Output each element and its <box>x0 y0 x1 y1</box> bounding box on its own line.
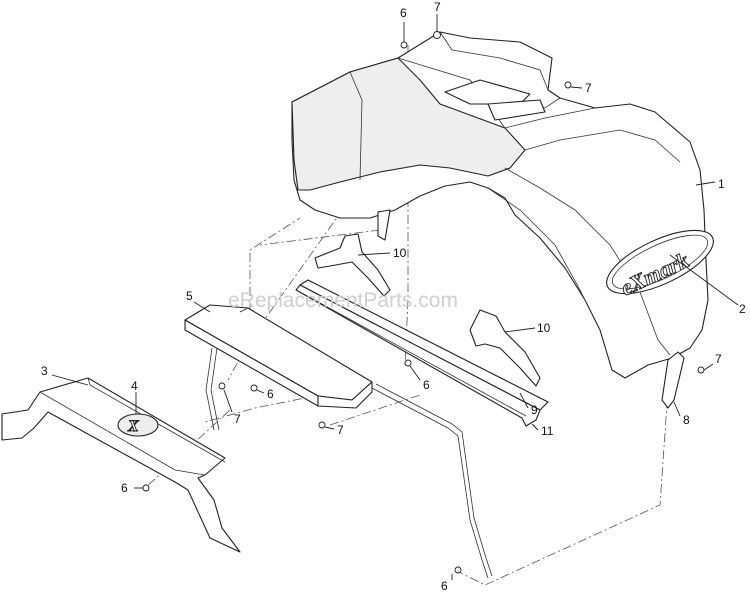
callout-9: 9 <box>531 403 538 417</box>
callout-labels: 1 2 3 4 5 6 6 6 6 6 7 7 7 7 7 8 9 10 10 … <box>41 0 746 593</box>
callout-6-plate: 6 <box>267 387 274 401</box>
callout-6-channel: 6 <box>423 378 430 392</box>
callout-6-bottom: 6 <box>441 579 448 593</box>
leader-lines <box>51 14 739 580</box>
leg-rod <box>205 347 220 431</box>
callout-10-upper: 10 <box>393 246 407 260</box>
bracket-upper <box>314 233 391 297</box>
callout-7-hood: 7 <box>585 81 592 95</box>
callout-10-lower: 10 <box>537 321 551 335</box>
hood-assembly: eXmark <box>291 31 714 379</box>
logo-x-badge: X <box>127 418 139 435</box>
bracket-lower <box>469 309 541 387</box>
mount-plate <box>184 304 373 409</box>
callout-7-plate: 7 <box>337 423 344 437</box>
watermark: eReplacementParts.com <box>228 289 458 312</box>
callout-7-top: 7 <box>434 0 441 14</box>
lower-plate: X <box>1 377 241 553</box>
callout-5: 5 <box>186 289 193 303</box>
callout-11: 11 <box>541 424 554 438</box>
fasteners <box>142 31 705 574</box>
callout-2: 2 <box>739 302 746 316</box>
latch <box>661 351 685 409</box>
callout-7-leg: 7 <box>234 412 241 426</box>
channel-strip <box>295 279 549 427</box>
support-rod <box>371 383 493 579</box>
callout-3: 3 <box>41 364 48 378</box>
callout-1: 1 <box>718 177 725 191</box>
callout-8: 8 <box>683 413 690 427</box>
callout-6-lower: 6 <box>121 481 128 495</box>
callout-7-right: 7 <box>715 352 722 366</box>
callout-4: 4 <box>131 379 138 393</box>
callout-6-top: 6 <box>400 6 407 20</box>
